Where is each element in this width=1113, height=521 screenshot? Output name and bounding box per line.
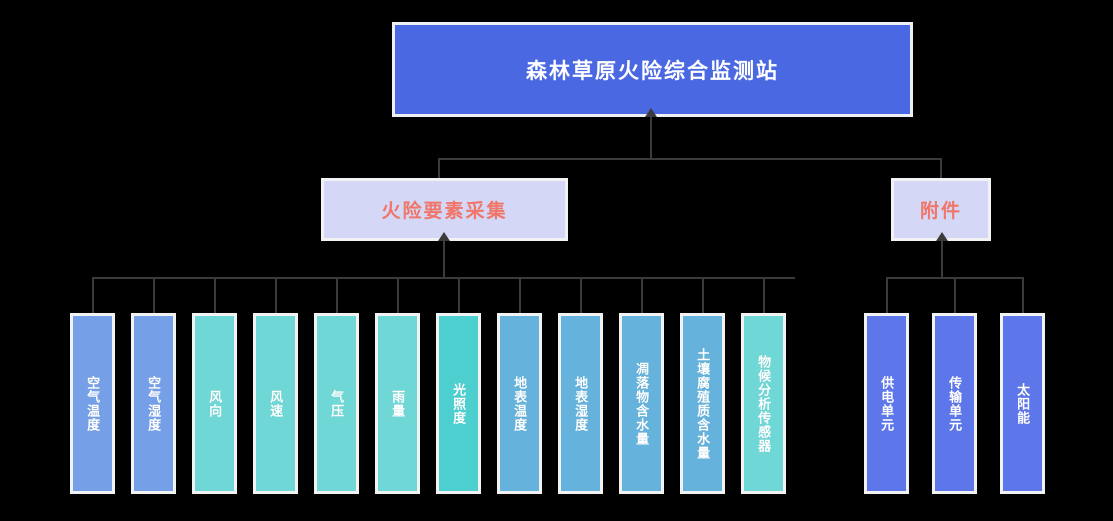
node-leaf-collect-0-label: 空气温度 bbox=[85, 375, 101, 432]
node-leaf-collect-5[interactable]: 雨量 bbox=[375, 313, 420, 494]
node-leaf-collect-0[interactable]: 空气温度 bbox=[70, 313, 115, 494]
node-branch-collect-label: 火险要素采集 bbox=[381, 201, 508, 222]
connector-drop-accessory bbox=[940, 158, 942, 178]
arrow-to-collect bbox=[438, 232, 450, 241]
node-leaf-accessory-2[interactable]: 太阳能 bbox=[1000, 313, 1045, 494]
node-leaf-collect-7[interactable]: 地表温度 bbox=[497, 313, 542, 494]
node-leaf-collect-6-label: 光照度 bbox=[451, 382, 467, 425]
node-branch-collect[interactable]: 火险要素采集 bbox=[321, 178, 568, 241]
node-leaf-collect-connector-5 bbox=[396, 277, 399, 313]
node-leaf-collect-4[interactable]: 气压 bbox=[314, 313, 359, 494]
node-leaf-collect-connector-10 bbox=[701, 277, 704, 313]
node-leaf-collect-connector-4 bbox=[335, 277, 338, 313]
connector-root-stem bbox=[650, 117, 652, 159]
node-leaf-collect-4-label: 气压 bbox=[329, 389, 345, 418]
node-leaf-collect-1[interactable]: 空气湿度 bbox=[131, 313, 176, 494]
node-leaf-collect-connector-2 bbox=[213, 277, 216, 313]
connector-level1-bus bbox=[438, 158, 942, 160]
node-leaf-collect-10[interactable]: 土壤腐殖质含水量 bbox=[680, 313, 725, 494]
node-leaf-collect-7-label: 地表温度 bbox=[512, 375, 528, 432]
node-leaf-accessory-0-label: 供电单元 bbox=[879, 375, 895, 432]
node-leaf-collect-3-label: 风速 bbox=[268, 389, 284, 418]
node-leaf-collect-connector-1 bbox=[152, 277, 155, 313]
node-leaf-accessory-connector-1 bbox=[953, 277, 956, 313]
node-leaf-collect-8[interactable]: 地表湿度 bbox=[558, 313, 603, 494]
node-leaf-collect-8-label: 地表湿度 bbox=[573, 375, 589, 432]
node-leaf-collect-11-label: 物候分析传感器 bbox=[756, 354, 772, 453]
node-leaf-collect-3[interactable]: 风速 bbox=[253, 313, 298, 494]
node-leaf-accessory-1[interactable]: 传输单元 bbox=[932, 313, 977, 494]
node-leaf-collect-connector-8 bbox=[579, 277, 582, 313]
node-branch-accessory-label: 附件 bbox=[919, 201, 962, 222]
node-leaf-collect-1-label: 空气湿度 bbox=[146, 375, 162, 432]
node-leaf-collect-11[interactable]: 物候分析传感器 bbox=[741, 313, 786, 494]
node-leaf-collect-2[interactable]: 风向 bbox=[192, 313, 237, 494]
node-leaf-accessory-connector-0 bbox=[885, 277, 888, 313]
connector-accessory-stem bbox=[941, 241, 943, 278]
node-root-label: 森林草原火险综合监测站 bbox=[526, 59, 779, 83]
arrow-to-root bbox=[645, 108, 657, 117]
node-leaf-collect-10-label: 土壤腐殖质含水量 bbox=[695, 347, 711, 460]
node-leaf-collect-9-label: 凋落物含水量 bbox=[634, 361, 650, 446]
node-root-monitoring-station[interactable]: 森林草原火险综合监测站 bbox=[392, 22, 913, 117]
connector-drop-collect bbox=[438, 158, 440, 178]
node-leaf-collect-connector-9 bbox=[640, 277, 643, 313]
node-leaf-accessory-1-label: 传输单元 bbox=[947, 375, 963, 432]
connector-collect-stem bbox=[443, 241, 445, 278]
node-leaf-collect-5-label: 雨量 bbox=[390, 389, 406, 418]
node-leaf-collect-9[interactable]: 凋落物含水量 bbox=[619, 313, 664, 494]
node-leaf-collect-connector-0 bbox=[91, 277, 94, 313]
node-leaf-accessory-0[interactable]: 供电单元 bbox=[864, 313, 909, 494]
node-leaf-accessory-2-label: 太阳能 bbox=[1015, 382, 1031, 425]
node-leaf-collect-6[interactable]: 光照度 bbox=[436, 313, 481, 494]
node-leaf-collect-connector-6 bbox=[457, 277, 460, 313]
node-leaf-collect-2-label: 风向 bbox=[207, 389, 223, 418]
node-leaf-collect-connector-7 bbox=[518, 277, 521, 313]
node-leaf-collect-connector-11 bbox=[762, 277, 765, 313]
connector-collect-bus bbox=[92, 277, 795, 279]
arrow-to-accessory bbox=[936, 232, 948, 241]
node-leaf-collect-connector-3 bbox=[274, 277, 277, 313]
node-leaf-accessory-connector-2 bbox=[1021, 277, 1024, 313]
